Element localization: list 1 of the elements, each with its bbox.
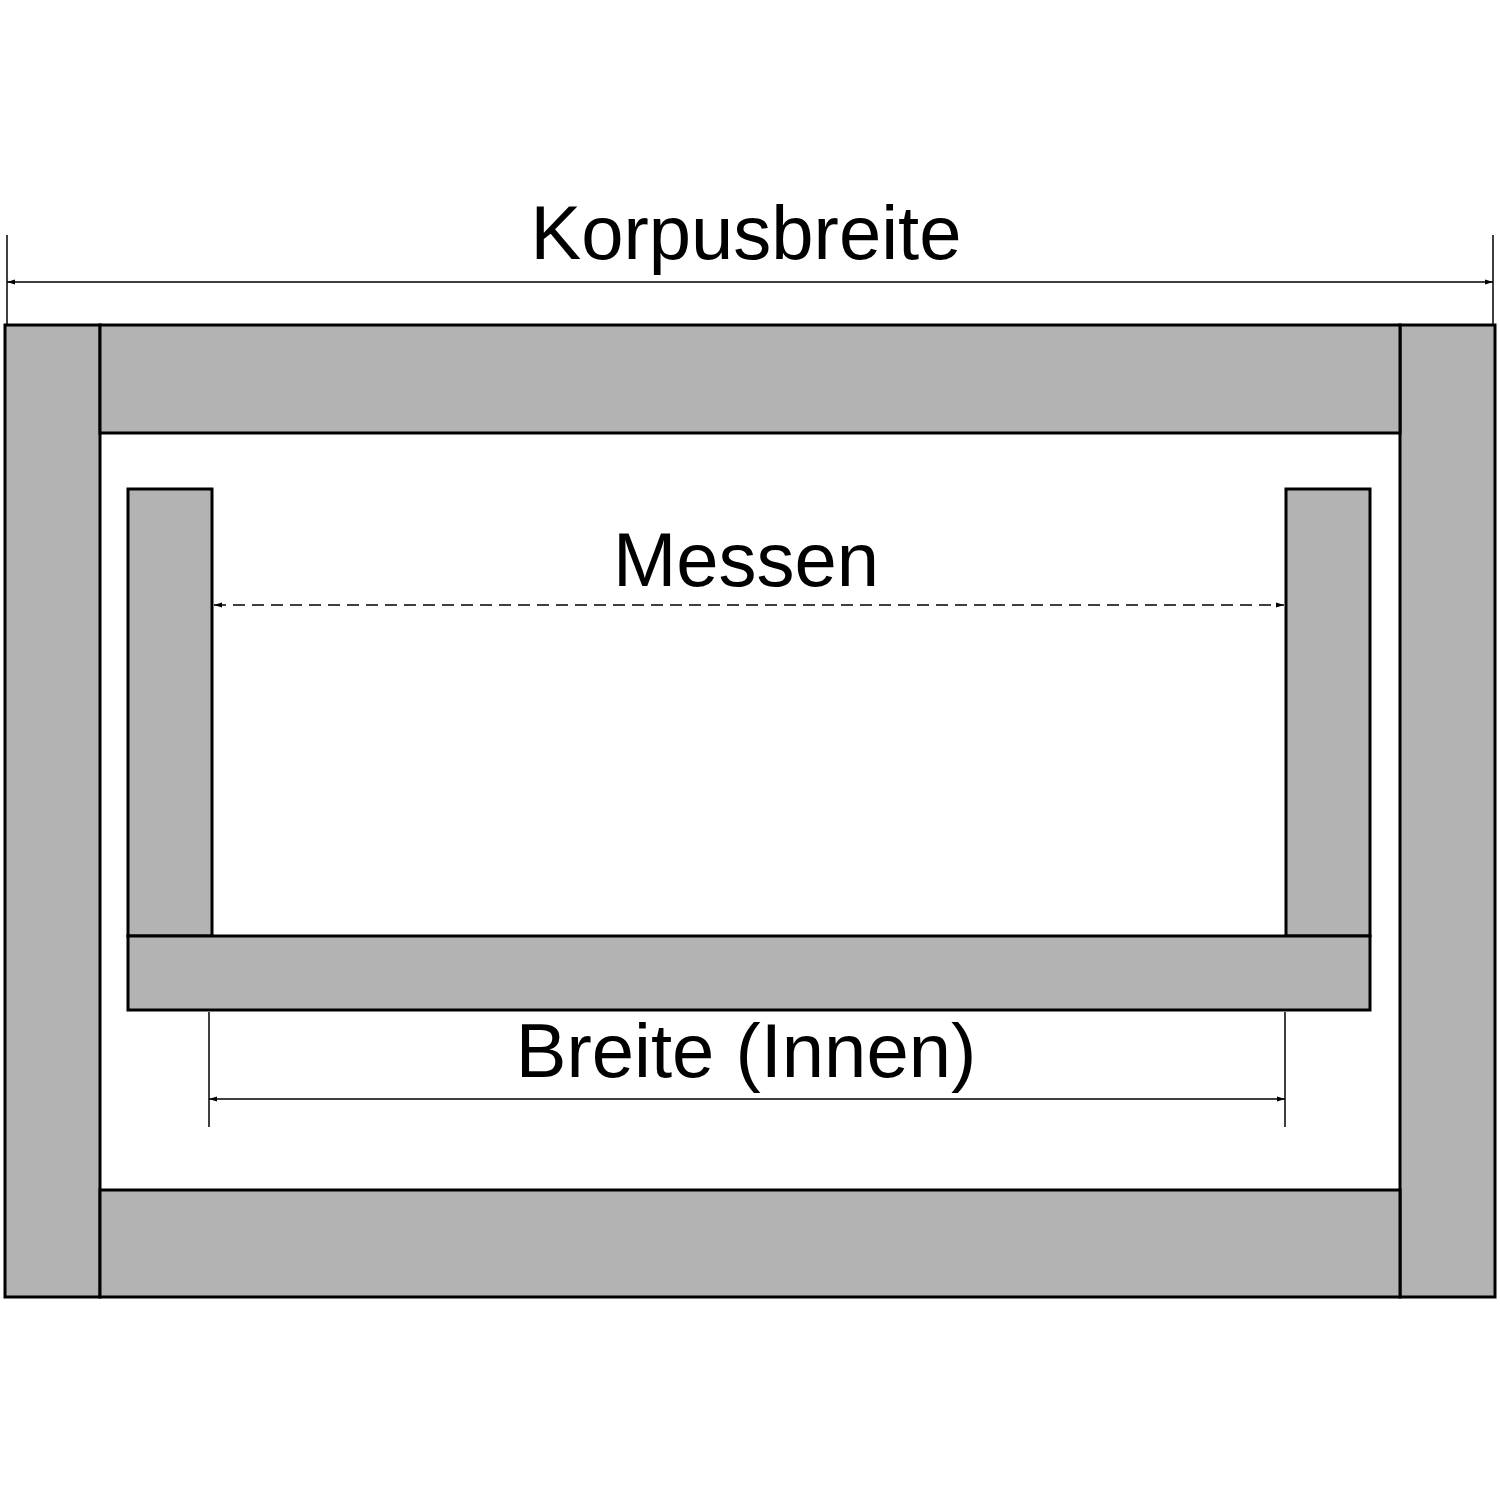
dimension-label: Messen (612, 522, 880, 598)
